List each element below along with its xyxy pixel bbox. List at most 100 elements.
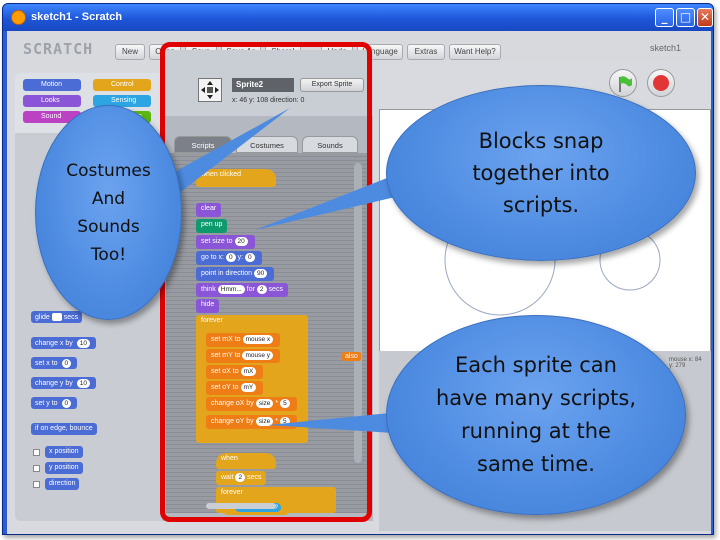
category-sensing[interactable]: Sensing <box>93 95 151 107</box>
block-value: 5 <box>279 417 290 426</box>
reporter-checkbox[interactable] <box>33 465 40 472</box>
stop-icon <box>653 75 669 91</box>
block-label: wait <box>221 474 234 481</box>
maximize-button[interactable]: □ <box>676 8 695 27</box>
block-label: change oX by <box>211 400 254 407</box>
reporter-checkbox[interactable] <box>33 481 40 488</box>
callout-line: running at the <box>461 419 611 443</box>
block-label: * <box>275 418 278 425</box>
category-sound[interactable]: Sound <box>23 111 81 123</box>
block-label: change y by <box>35 380 73 387</box>
callout-line: Sounds <box>77 216 140 237</box>
scratch-cat-icon <box>11 10 26 25</box>
block-label: change oY by <box>211 418 254 425</box>
vertical-scrollbar[interactable] <box>354 163 362 463</box>
costumes-callout-pointer <box>160 108 290 200</box>
block-value: 90 <box>253 269 268 278</box>
callout-line: Blocks snap <box>478 129 604 153</box>
category-control[interactable]: Control <box>93 79 151 91</box>
reporter-x-position[interactable]: x position <box>45 446 83 458</box>
block-label: secs <box>63 313 79 321</box>
block-label: y: <box>237 254 244 261</box>
tab-costumes[interactable]: Costumes <box>236 136 298 153</box>
green-flag-button[interactable] <box>609 69 637 97</box>
block-label: set x to <box>35 360 58 367</box>
block-value: 2 <box>235 473 246 482</box>
block-value: 20 <box>234 237 248 246</box>
block-label: set mX to <box>211 336 241 343</box>
palette-block-set-y[interactable]: set y to 0 <box>31 397 78 409</box>
block-input <box>51 313 62 321</box>
callout-line: Too! <box>90 244 127 265</box>
sprite-info: Sprite2 Export Sprite x: 46 y: 108 direc… <box>162 50 373 116</box>
palette-block-change-x[interactable]: change x by 10 <box>31 337 96 349</box>
block-value: 0 <box>225 253 236 262</box>
block-value: mY <box>240 383 257 392</box>
extras-button[interactable]: Extras <box>407 44 445 60</box>
horizontal-scrollbar[interactable] <box>206 503 276 509</box>
category-looks[interactable]: Looks <box>23 95 81 107</box>
palette-block-bounce[interactable]: if on edge, bounce <box>31 423 97 435</box>
block-label: set oX to <box>211 368 239 375</box>
scripts-panel: Sprite2 Export Sprite x: 46 y: 108 direc… <box>162 50 373 521</box>
script-block[interactable]: clear <box>196 203 222 217</box>
many-scripts-callout: Each sprite can have many scripts, runni… <box>386 315 686 515</box>
scratch-logo: SCRATCH <box>23 40 94 58</box>
block-label: change x by <box>35 340 73 347</box>
palette-block-change-y[interactable]: change y by 10 <box>31 377 96 389</box>
block-value: 0 <box>61 359 72 368</box>
mouse-x-value: 84 <box>695 357 702 363</box>
block-label: glide <box>35 313 50 321</box>
palette-block-set-x[interactable]: set x to 0 <box>31 357 78 369</box>
mouse-x-label: mouse x: <box>669 357 694 363</box>
sprite-name-field[interactable]: Sprite2 <box>232 78 294 92</box>
tab-sounds[interactable]: Sounds <box>302 136 358 153</box>
mouse-y-label: y: <box>669 363 674 369</box>
block-label: * <box>275 400 279 407</box>
block-label: secs <box>268 286 283 293</box>
export-sprite-button[interactable]: Export Sprite <box>300 78 364 92</box>
reporter-y-position[interactable]: y position <box>45 462 83 474</box>
new-button[interactable]: New <box>115 44 145 60</box>
when-flag-clicked-block[interactable]: when clicked <box>196 169 276 187</box>
partial-block-label: also <box>342 352 361 361</box>
stop-button[interactable] <box>647 69 675 97</box>
sprite-thumbnail[interactable] <box>198 78 222 102</box>
reporter-checkbox[interactable] <box>33 449 40 456</box>
script-block[interactable]: pen up <box>196 219 228 233</box>
callout-line: together into <box>472 161 610 185</box>
script-block[interactable]: hide <box>196 299 220 313</box>
close-button[interactable]: ✕ <box>697 8 713 27</box>
title-bar[interactable]: sketch1 - Scratch _ □ ✕ <box>3 4 713 31</box>
callout-line: same time. <box>477 452 595 476</box>
help-button[interactable]: Want Help? <box>449 44 501 60</box>
block-value: mouse x <box>242 335 274 344</box>
block-value: size <box>255 417 274 426</box>
callout-line: have many scripts, <box>435 386 637 410</box>
snap-callout: Blocks snap together into scripts. <box>386 85 696 261</box>
category-motion[interactable]: Motion <box>23 79 81 91</box>
many-callout-pointer <box>268 410 424 435</box>
minimize-button[interactable]: _ <box>655 8 674 27</box>
block-value: 10 <box>76 339 90 348</box>
window-title: sketch1 - Scratch <box>31 11 123 23</box>
snap-callout-pointer <box>255 165 425 230</box>
when-block[interactable]: when <box>216 453 276 469</box>
block-value: 10 <box>76 379 90 388</box>
palette-block-glide[interactable]: glide secs <box>31 311 83 323</box>
reporter-direction[interactable]: direction <box>45 478 80 490</box>
block-label: set y to <box>35 400 58 407</box>
